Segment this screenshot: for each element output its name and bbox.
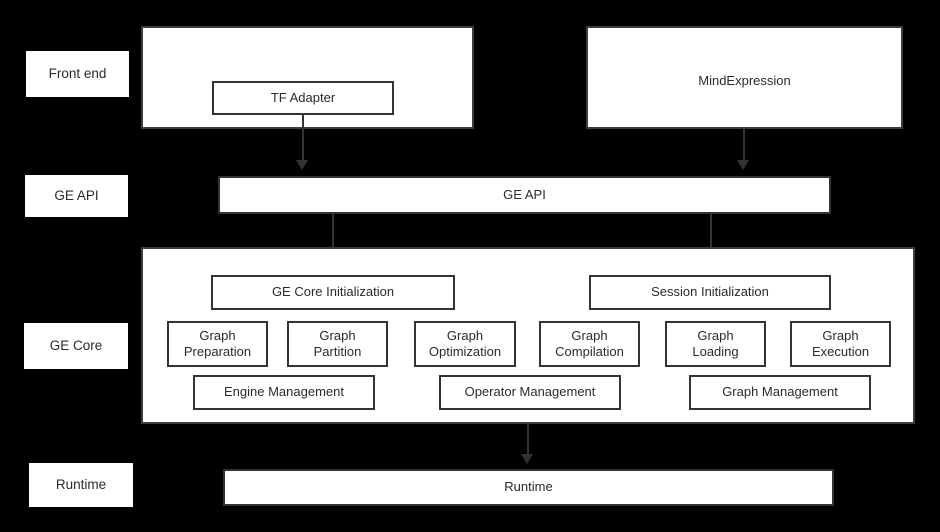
ge-api-bar-label: GE API [503,186,546,202]
tf-adapter-label: TF Adapter [270,89,336,105]
ge-core-initialization-box[interactable]: GE Core Initialization [211,275,455,310]
connector-ge-api-to-session-init-line [710,214,712,261]
ge-api-bar[interactable]: GE API [218,176,831,214]
connector-tf-adapter-to-ge-api-arrow [296,160,308,170]
graph-execution-label: Graph Execution [811,327,870,359]
layer-label-ge-core: GE Core [24,323,128,369]
connector-ge-core-to-runtime-line [527,424,529,456]
graph-management-label: Graph Management [722,384,838,400]
graph-optimization-box[interactable]: Graph Optimization [414,321,516,367]
layer-label-front-end-text: Front end [48,65,107,81]
graph-loading-box[interactable]: Graph Loading [665,321,766,367]
graph-partition-label: Graph Partition [313,327,362,359]
runtime-bar[interactable]: Runtime [223,469,834,506]
connector-mindexpression-to-ge-api-arrow [737,160,749,170]
graph-execution-box[interactable]: Graph Execution [790,321,891,367]
operator-management-box[interactable]: Operator Management [439,375,621,410]
connector-mindexpression-to-ge-api-line [743,129,745,162]
session-initialization-box[interactable]: Session Initialization [589,275,831,310]
connector-ge-core-to-runtime-arrow [521,454,533,464]
layer-label-runtime-text: Runtime [55,476,107,492]
ge-core-initialization-label: GE Core Initialization [271,284,395,300]
layer-label-runtime: Runtime [29,463,133,507]
engine-management-label: Engine Management [224,384,344,400]
graph-preparation-box[interactable]: Graph Preparation [167,321,268,367]
graph-compilation-label: Graph Compilation [555,327,624,359]
layer-label-ge-api: GE API [25,175,128,217]
mindexpression-title: MindExpression [698,73,791,88]
runtime-bar-label: Runtime [504,479,553,495]
layer-label-ge-api-text: GE API [54,187,99,203]
graph-management-box[interactable]: Graph Management [689,375,871,410]
graph-partition-box[interactable]: Graph Partition [287,321,388,367]
connector-ge-api-to-ge-core-init-line [332,214,334,261]
session-initialization-label: Session Initialization [651,284,769,300]
layer-label-front-end: Front end [26,51,129,97]
operator-management-label: Operator Management [464,384,596,400]
graph-preparation-label: Graph Preparation [183,327,252,359]
engine-management-box[interactable]: Engine Management [193,375,375,410]
graph-optimization-label: Graph Optimization [428,327,502,359]
graph-compilation-box[interactable]: Graph Compilation [539,321,640,367]
tf-adapter-box[interactable]: TF Adapter [212,81,394,115]
graph-loading-label: Graph Loading [692,327,739,359]
mindexpression-panel: MindExpression [586,26,903,129]
connector-tf-adapter-to-ge-api-line [302,114,304,162]
layer-label-ge-core-text: GE Core [49,337,103,353]
